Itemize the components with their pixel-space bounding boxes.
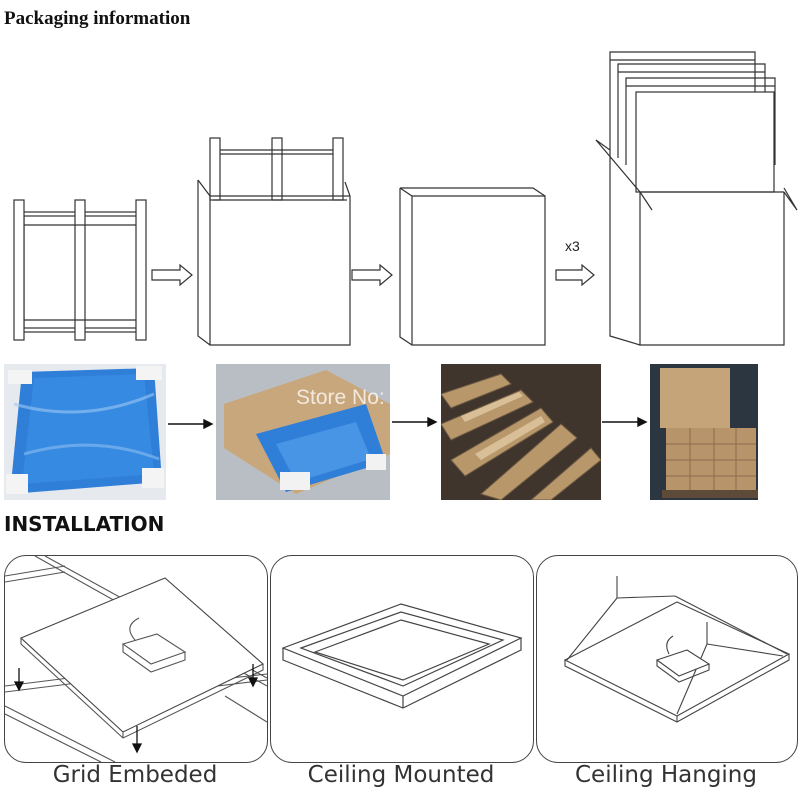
frame-in-box — [197, 137, 351, 346]
installation-title: INSTALLATION — [4, 512, 165, 536]
caption-ceiling-hanging: Ceiling Hanging — [574, 762, 757, 788]
install-grid-embedded — [4, 555, 268, 763]
photo-panel-wrapped — [4, 364, 166, 500]
packaging-title: Packaging information — [4, 8, 191, 29]
install-ceiling-hanging — [536, 555, 798, 763]
arrow-2 — [351, 263, 393, 287]
caption-grid-embedded: Grid Embeded — [52, 762, 218, 788]
multiplier-label: x3 — [565, 238, 580, 254]
photo-panel-in-carton — [216, 364, 390, 500]
photo-pallet — [650, 364, 758, 500]
packaging-steps-diagram — [13, 51, 798, 346]
arrow-1 — [151, 263, 193, 287]
master-carton — [595, 51, 798, 346]
photo-cartons-row — [441, 364, 601, 500]
frame-with-posts — [13, 199, 147, 341]
photo-arrows — [168, 416, 648, 430]
grid-embedded-drawing — [5, 556, 267, 762]
ceiling-hanging-drawing — [563, 576, 791, 723]
install-ceiling-mounted — [270, 555, 534, 763]
ceiling-mounted-drawing — [281, 603, 523, 709]
arrow-3 — [555, 263, 595, 287]
watermark-text: Store No: 2810038 — [296, 386, 473, 409]
caption-ceiling-mounted: Ceiling Mounted — [307, 762, 495, 788]
closed-box — [399, 187, 546, 346]
